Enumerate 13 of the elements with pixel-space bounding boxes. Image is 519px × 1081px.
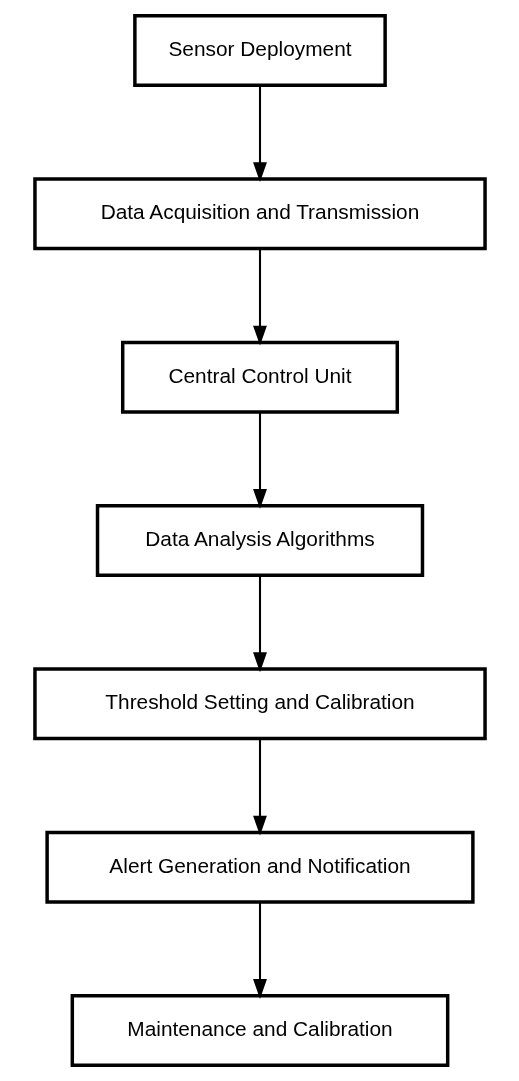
node-box: Maintenance and Calibration: [70, 994, 449, 1068]
arrow: [252, 412, 267, 509]
arrow: [252, 902, 267, 999]
arrow: [252, 85, 267, 183]
node-box: Central Control Unit: [120, 340, 399, 414]
node-box: Alert Generation and Notification: [44, 830, 475, 904]
node-box: Threshold Setting and Calibration: [32, 667, 487, 741]
node-box: Sensor Deployment: [132, 13, 387, 87]
arrow: [252, 248, 267, 346]
arrow: [252, 738, 267, 836]
node-box: Data Analysis Algorithms: [95, 504, 424, 577]
node-box: Data Acquisition and Transmission: [32, 177, 487, 251]
arrow: [252, 575, 267, 673]
